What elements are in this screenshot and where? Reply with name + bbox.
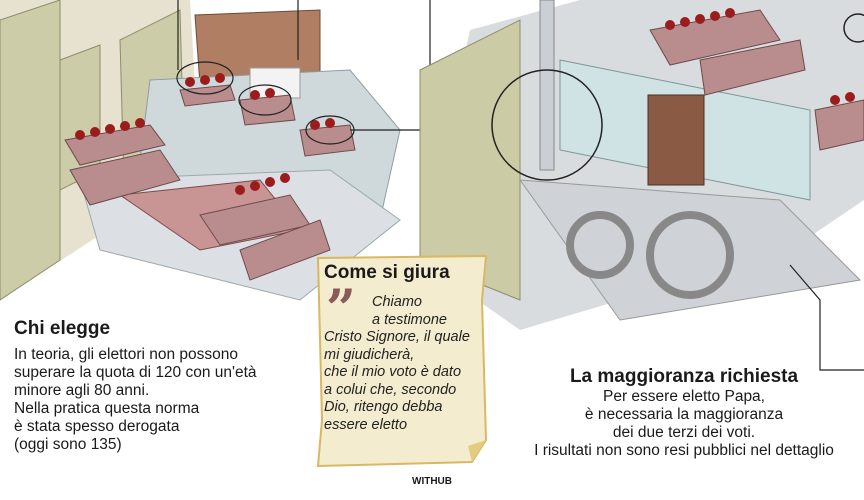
text-line: essere eletto [324, 416, 408, 433]
electors-section: Chi elegge In teoria, gli elettori non p… [14, 318, 257, 454]
electors-text: In teoria, gli elettori non possono supe… [14, 346, 257, 454]
chapel-door [647, 94, 705, 186]
credit-label: WITHUB [412, 476, 452, 487]
electors-title: Chi elegge [14, 318, 111, 339]
text-line: a colui che, secondo [324, 381, 457, 398]
oath-section: Come si giura ” Chiamo a testimone Crist… [316, 256, 488, 466]
text-line: a testimone [372, 311, 447, 328]
text-line: minore agli 80 anni. [14, 382, 150, 399]
oath-parchment [316, 254, 488, 468]
text-line: Dio, ritengo debba [324, 399, 443, 415]
text-line: è stata spesso derogata [14, 418, 180, 435]
text-line: Nella pratica questa norma [14, 400, 200, 417]
text-line: Cristo Signore, il quale [324, 329, 470, 345]
text-line: Chiamo [372, 294, 422, 310]
majority-text: Per essere eletto Papa, è necessaria la … [506, 388, 862, 460]
cardinal-tables-left [64, 84, 356, 281]
quote-mark-icon: ” [326, 279, 356, 340]
text-line: In teoria, gli elettori non possono [14, 346, 239, 363]
text-line: mi giudicherà, [324, 346, 415, 363]
text-line: è necessaria la maggioranza [584, 406, 784, 423]
text-line: dei due terzi dei voti. [612, 424, 756, 441]
cardinals-left [75, 73, 335, 195]
oath-quote: Chiamo a testimone Cristo Signore, il qu… [324, 294, 470, 434]
right-chapel-cutaway [419, 0, 864, 371]
text-line: (oggi sono 135) [14, 436, 122, 453]
majority-title: La maggioranza richiesta [569, 366, 799, 387]
majority-section: La maggioranza richiesta Per essere elet… [506, 366, 862, 460]
text-line: superare la quota di 120 con un'età [14, 364, 257, 381]
text-line: Per essere eletto Papa, [603, 388, 765, 405]
left-chapel-cutaway [0, 0, 431, 301]
text-line: che il mio voto è dato [324, 364, 462, 380]
oath-title: Come si giura [324, 262, 450, 283]
stove-chimney [539, 0, 555, 171]
text-line: I risultati non sono resi pubblici nel d… [534, 442, 834, 459]
